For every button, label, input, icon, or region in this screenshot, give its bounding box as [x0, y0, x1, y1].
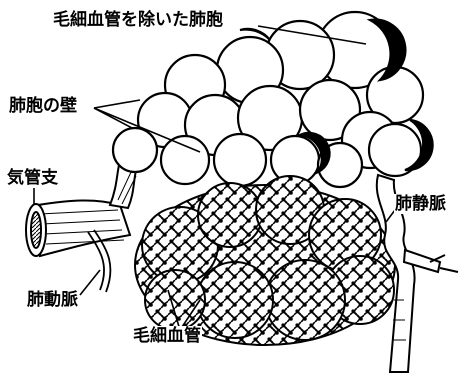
label-pulmonary-artery: 肺動脈 — [26, 290, 79, 310]
label-bronchus: 気管支 — [6, 168, 59, 188]
alveoli-cluster-lower — [135, 176, 395, 345]
label-capillaries: 毛細血管 — [132, 326, 202, 346]
label-pulmonary-vein: 肺静脈 — [394, 194, 447, 214]
alveoli-cluster-upper — [113, 12, 433, 187]
label-capillaries-removed-alveoli: 毛細血管を除いた肺胞 — [52, 10, 224, 30]
label-alveolar-wall: 肺胞の壁 — [8, 96, 78, 116]
